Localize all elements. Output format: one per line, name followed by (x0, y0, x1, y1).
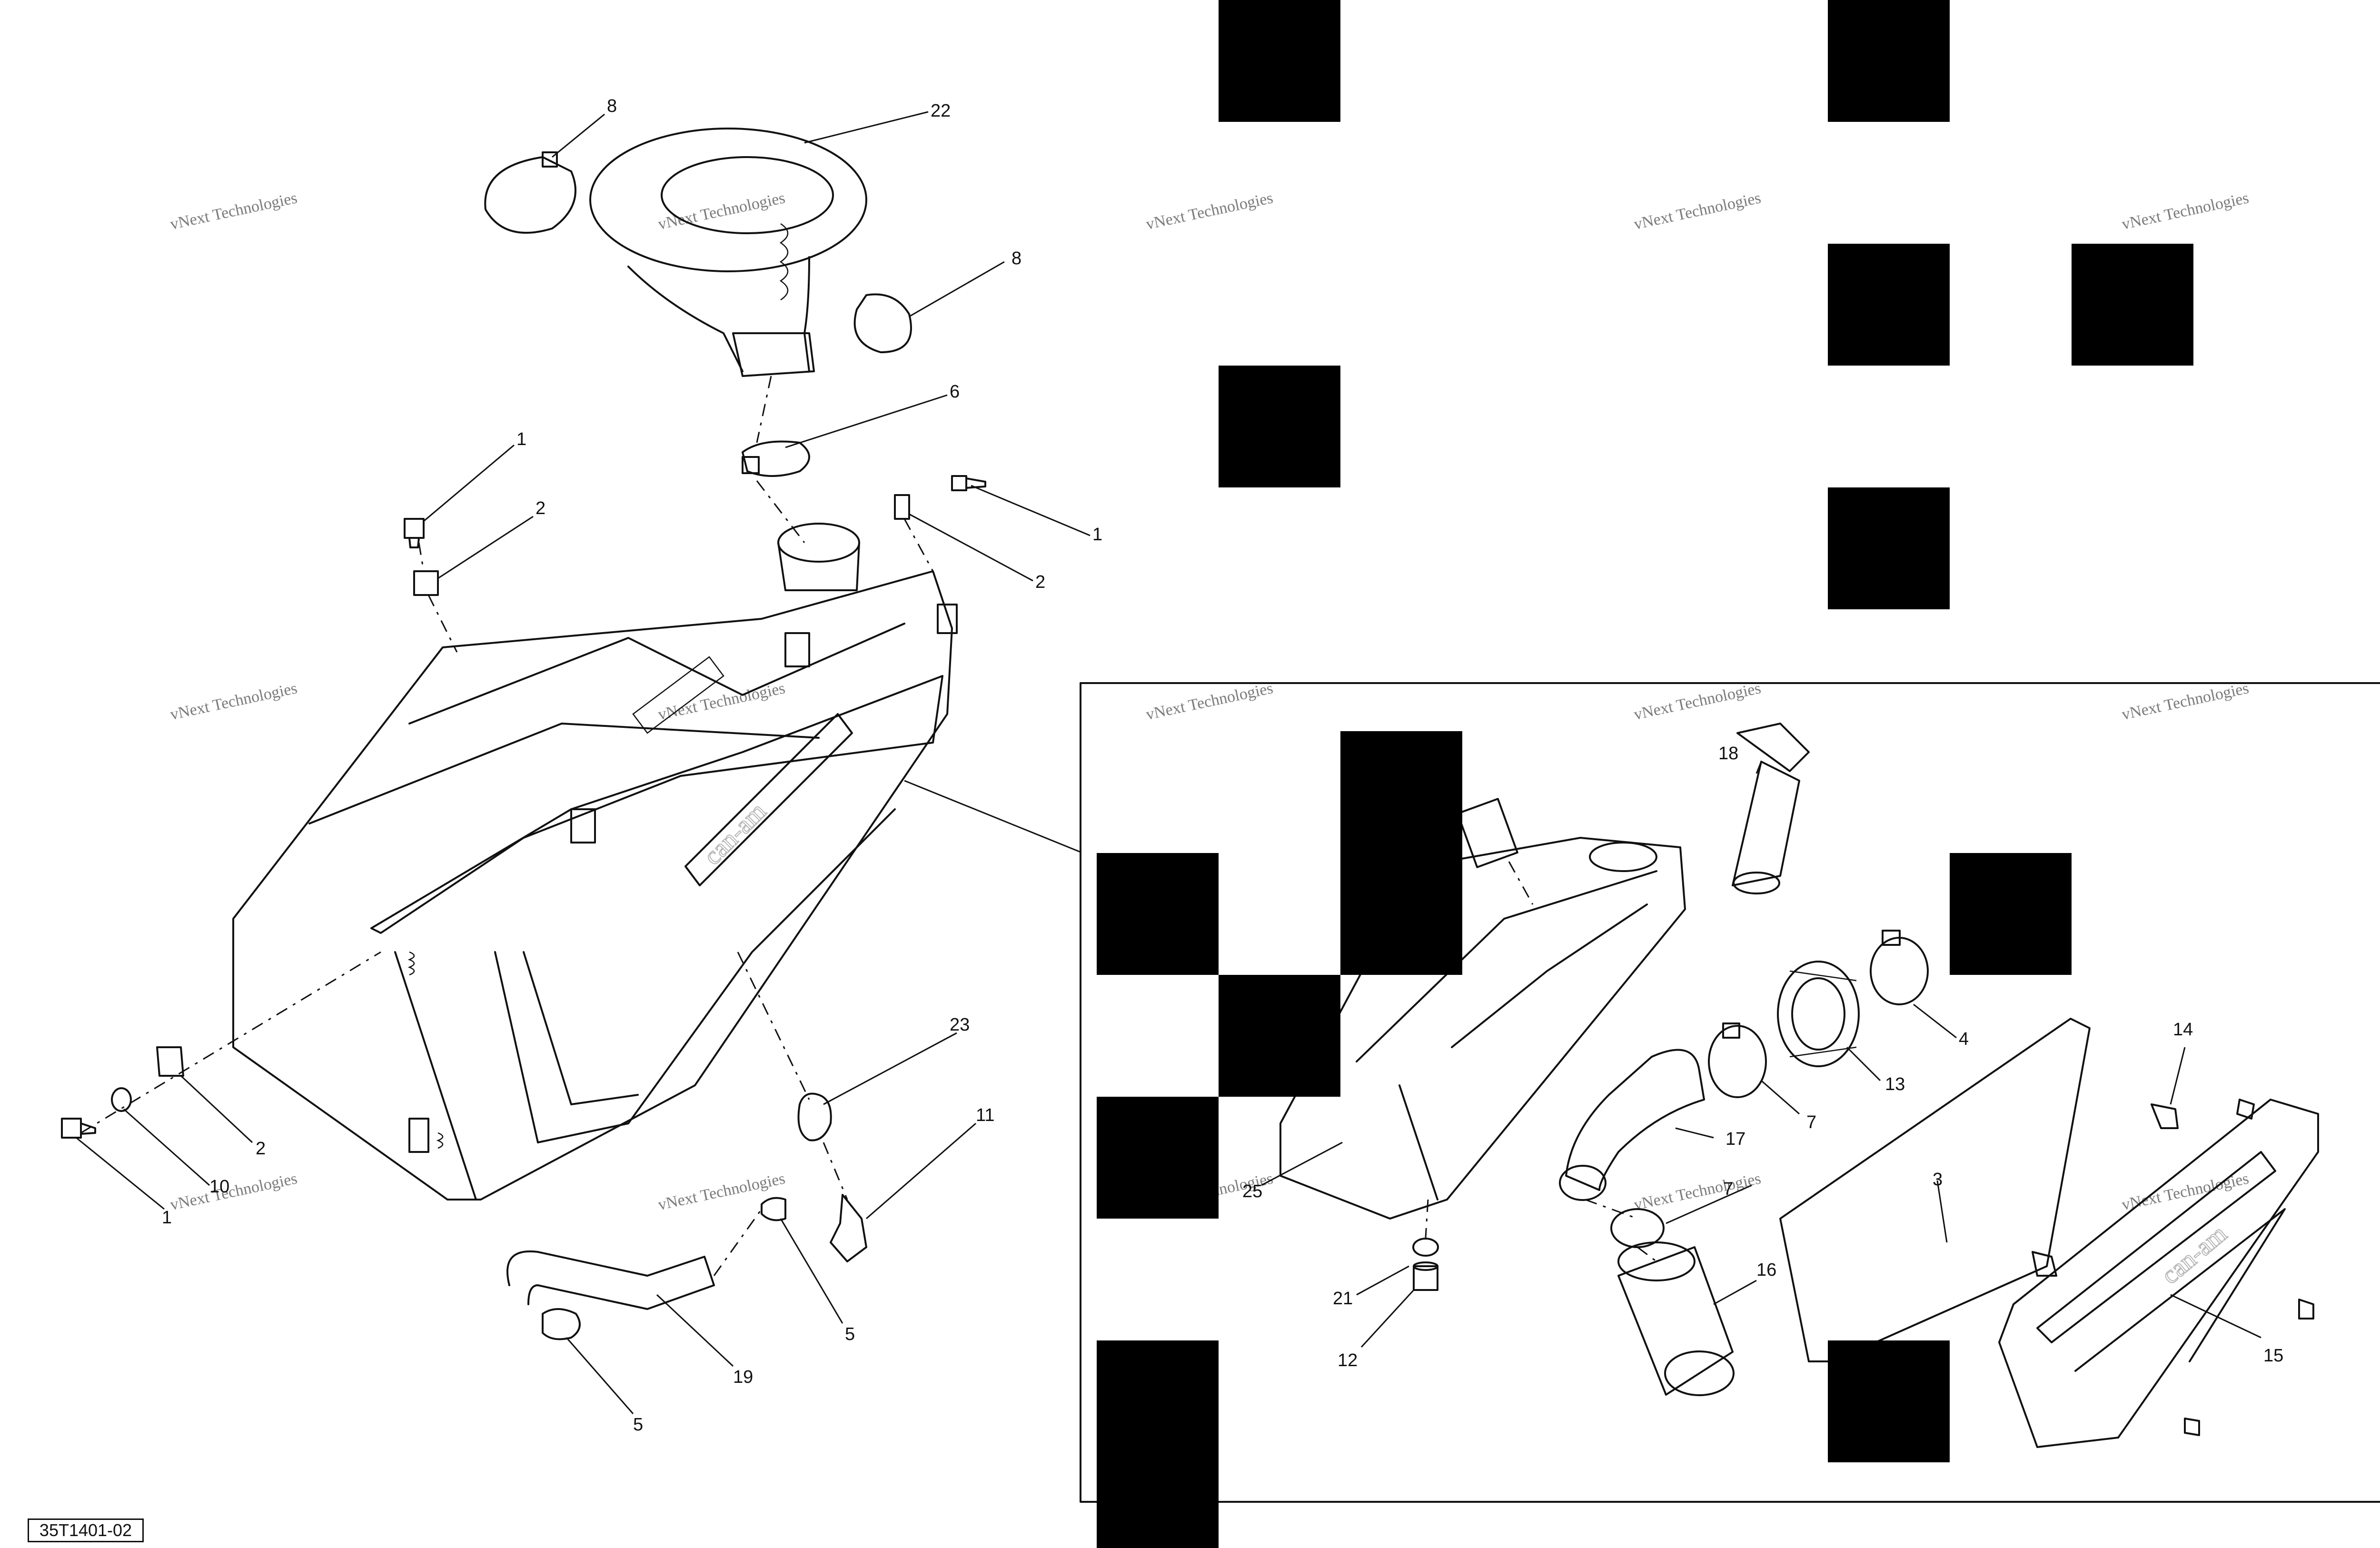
callout-25: 25 (1242, 1181, 1262, 1201)
hose-clamp-8a (484, 151, 576, 234)
watermark-text: vNext Technologies (1632, 1170, 1763, 1214)
callout-11: 11 (976, 1105, 994, 1125)
detail-clamp-7a (1708, 1022, 1767, 1098)
detail-gasket-3 (1779, 1018, 2091, 1362)
callout-6: 6 (950, 382, 960, 402)
callout-1: 1 (516, 429, 526, 449)
callout-15: 15 (2263, 1346, 2283, 1366)
hose-clamp-6 (742, 440, 810, 477)
callout-7: 7 (1723, 1179, 1733, 1199)
air-intake-tube (589, 128, 867, 377)
screw-1c (61, 1118, 96, 1139)
redaction-blocks (1097, 0, 2193, 1548)
callout-3: 3 (1933, 1170, 1943, 1190)
callout-1: 1 (1092, 525, 1102, 545)
detail-connector (904, 780, 1081, 853)
hose-clamp-5a (761, 1197, 786, 1221)
callout-16: 16 (1756, 1260, 1776, 1280)
watermark-text: vNext Technologies (656, 189, 787, 233)
callout-numbers: 8 22 8 6 1 2 1 2 2 10 1 23 11 5 19 5 18 … (162, 96, 2283, 1435)
watermark-text: vNext Technologies (2120, 189, 2251, 233)
watermark-text: vNext Technologies (656, 1170, 787, 1214)
callout-22: 22 (931, 101, 951, 121)
reference-code-label: 35T1401-02 (28, 1518, 144, 1542)
watermark-text: vNext Technologies (169, 1170, 299, 1214)
callout-21: 21 (1333, 1289, 1353, 1309)
assembly-lines-detail (1425, 861, 1657, 1262)
screw-1a (404, 518, 425, 548)
hose-clamp-5b (542, 1308, 581, 1340)
callout-18: 18 (1718, 744, 1738, 764)
leader-lines (76, 111, 2261, 1414)
detail-filter-16 (1617, 1241, 1735, 1396)
clip-nut-2a (413, 570, 439, 596)
callout-1: 1 (162, 1208, 172, 1228)
assembly-lines-left (80, 376, 934, 1276)
detail-clamp-7b (1610, 1208, 1665, 1248)
watermark-text: vNext Technologies (2120, 679, 2251, 724)
detail-snorkel-18 (1732, 723, 1810, 894)
callout-5: 5 (633, 1415, 643, 1435)
callout-23: 23 (950, 1015, 970, 1035)
callout-19: 19 (733, 1367, 753, 1387)
callout-12: 12 (1338, 1350, 1358, 1370)
hose-clamp-8b (853, 293, 912, 353)
watermark-text: vNext Technologies (1632, 679, 1763, 724)
detail-cover-15: can-am (1998, 1099, 2319, 1448)
air-box-housing: can-am (232, 523, 958, 1201)
callout-14: 14 (2173, 1020, 2193, 1040)
callout-5: 5 (845, 1324, 855, 1344)
washer-10 (111, 1087, 132, 1112)
detail-fittings-21-12 (1412, 1238, 1439, 1291)
callout-17: 17 (1726, 1129, 1745, 1149)
detail-clamp-4 (1870, 930, 1929, 1005)
callout-8: 8 (607, 96, 617, 116)
callout-13: 13 (1885, 1074, 1905, 1094)
grommet-23 (797, 1092, 832, 1141)
watermark-text: vNext Technologies (169, 679, 299, 724)
callout-10: 10 (209, 1177, 229, 1197)
watermark-text: vNext Technologies (1144, 189, 1275, 233)
watermark-text: vNext Technologies (1144, 679, 1275, 724)
detail-frame (1080, 682, 2380, 1503)
callout-2: 2 (536, 498, 545, 518)
callout-7: 7 (1806, 1112, 1816, 1132)
watermark-text: vNext Technologies (656, 679, 787, 724)
detail-hose-17 (1559, 1049, 1705, 1201)
callout-4: 4 (1959, 1029, 1969, 1049)
screw-1b (951, 475, 986, 491)
watermark-text: vNext Technologies (169, 189, 299, 233)
drain-hose-19 (506, 1250, 715, 1310)
detail-small-parts (2032, 1099, 2314, 1436)
elbow-fitting-11 (830, 1194, 867, 1262)
detail-adapter-13 (1777, 961, 1860, 1067)
callout-2: 2 (256, 1139, 266, 1159)
detail-air-box (1279, 798, 1686, 1220)
callout-8: 8 (1012, 248, 1021, 268)
clip-nut-2b (894, 494, 910, 520)
clip-nut-2c (156, 1046, 184, 1077)
svg-text:can-am: can-am (698, 797, 772, 871)
callout-2: 2 (1035, 572, 1045, 592)
watermark-text: vNext Technologies (1632, 189, 1763, 233)
